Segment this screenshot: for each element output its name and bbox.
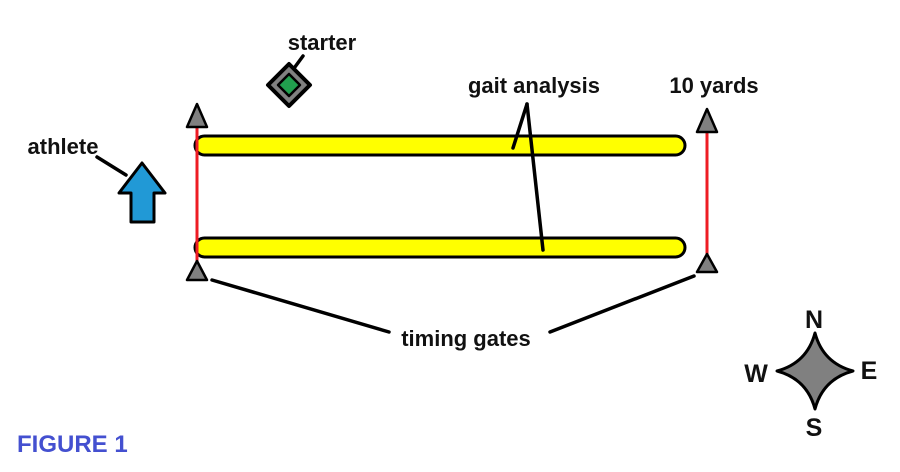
gray-triangle-icon-right-bottom — [695, 252, 719, 274]
timing-gates-pointer-line-left — [210, 278, 391, 334]
figure-caption: FIGURE 1 — [17, 431, 128, 458]
compass-south-label: S — [806, 414, 823, 442]
compass-north-label: N — [805, 306, 823, 334]
gait-analysis-label: gait analysis — [468, 73, 600, 98]
athlete-label: athlete — [28, 134, 99, 159]
green-diamond-icon-inner — [276, 72, 302, 98]
lane-bar-bottom — [193, 236, 687, 259]
compass-west-label: W — [744, 360, 768, 388]
compass-east-label: E — [861, 357, 878, 385]
four-point-star-icon — [775, 331, 855, 411]
gray-triangle-icon-right-top — [695, 107, 719, 134]
ten-yards-label: 10 yards — [669, 73, 758, 98]
lane-bar-top — [193, 134, 687, 157]
gray-triangle-icon-left-bottom — [185, 259, 209, 282]
starter-label: starter — [288, 30, 357, 55]
timing-gates-label: timing gates — [401, 326, 531, 351]
gait-analysis-pointer-line-top — [511, 102, 529, 150]
gray-triangle-icon-left-top — [185, 102, 209, 129]
athlete-pointer-line — [95, 155, 128, 177]
blue-up-arrow-icon — [117, 161, 167, 224]
gait-analysis-pointer-line-bottom — [525, 102, 545, 252]
timing-gates-pointer-line-right — [548, 274, 696, 334]
